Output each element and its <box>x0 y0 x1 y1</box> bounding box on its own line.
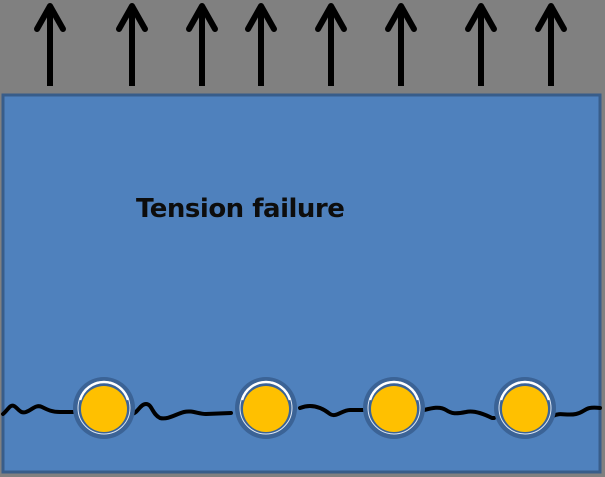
arrow-up-icon <box>465 3 497 86</box>
arrow-up-icon <box>535 3 567 86</box>
crack-segment <box>551 405 602 418</box>
fiber-circle <box>494 377 556 439</box>
crack-segment <box>130 402 233 421</box>
crack-segment <box>1 403 81 416</box>
crack-line <box>1 402 602 421</box>
fiber-group <box>73 377 556 439</box>
arrow-up-icon <box>315 3 347 86</box>
arrow-up-icon <box>245 3 277 86</box>
fiber-circle <box>73 377 135 439</box>
crack-segment <box>422 405 496 420</box>
fiber-circle <box>363 377 425 439</box>
arrow-up-icon <box>385 3 417 86</box>
tension-arrows <box>34 3 567 86</box>
fiber-circle <box>235 377 297 439</box>
arrow-up-icon <box>186 3 218 86</box>
arrow-up-icon <box>34 3 66 86</box>
arrow-up-icon <box>116 3 148 86</box>
crack-segment <box>298 404 368 418</box>
diagram-title: Tension failure <box>136 194 345 224</box>
